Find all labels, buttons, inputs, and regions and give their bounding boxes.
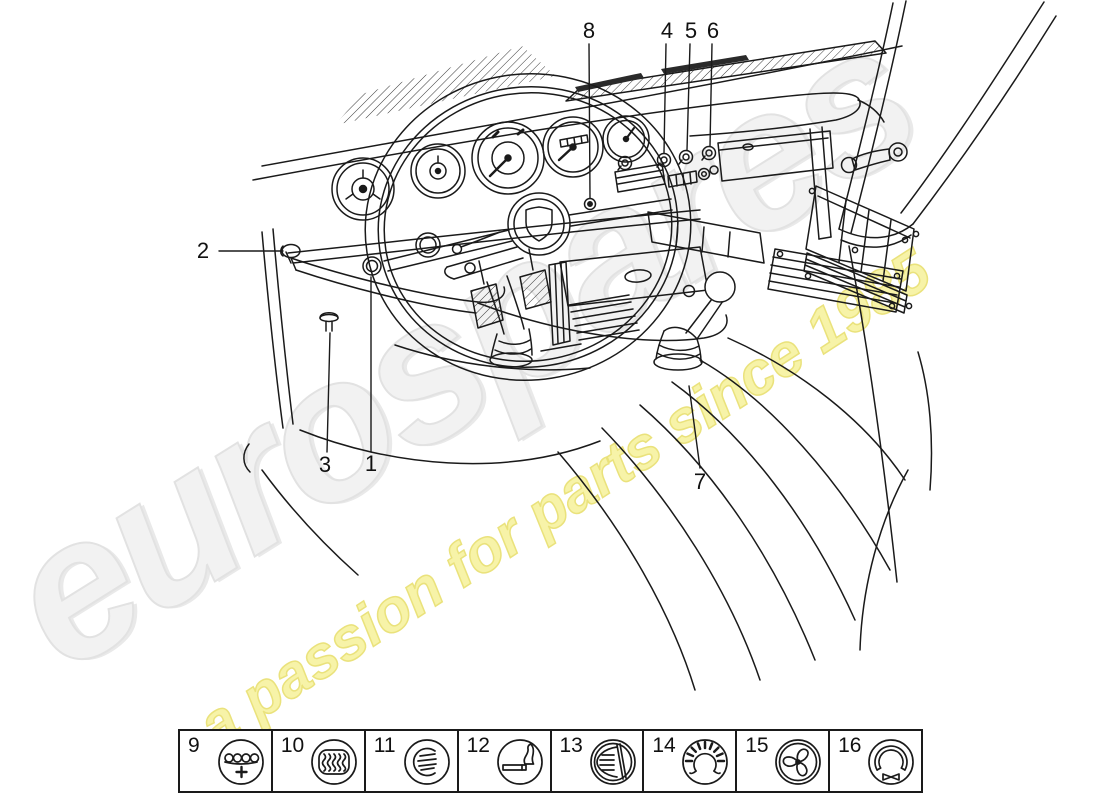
callout-2-label[interactable]: 2 bbox=[196, 238, 210, 263]
callout-5-label[interactable]: 5 bbox=[684, 18, 698, 43]
gear-knob bbox=[704, 271, 736, 303]
steering-wheel bbox=[364, 72, 692, 382]
legend-cell-16[interactable]: 16 bbox=[830, 731, 921, 791]
lower-dash bbox=[280, 209, 728, 342]
callout-6-label[interactable]: 6 bbox=[706, 18, 720, 43]
a-pillar-and-door bbox=[803, 0, 1057, 583]
door-pocket bbox=[803, 185, 920, 314]
steering-column bbox=[444, 197, 597, 368]
horn-ring-icon bbox=[868, 739, 914, 785]
legend-number: 10 bbox=[280, 734, 305, 757]
left-door-jamb bbox=[243, 228, 359, 576]
fan-icon bbox=[775, 739, 822, 785]
glow-coil-plus-icon bbox=[218, 739, 264, 785]
callout-3-label[interactable]: 3 bbox=[318, 452, 332, 477]
headlight-icon bbox=[589, 739, 636, 785]
callout-8-label[interactable]: 8 bbox=[582, 18, 596, 43]
callout-leader-lines bbox=[218, 43, 713, 469]
legend-cell-12[interactable]: 12 bbox=[458, 731, 552, 791]
window-crank bbox=[840, 142, 908, 174]
legend-number: 15 bbox=[745, 734, 769, 757]
callout-1-label[interactable]: 1 bbox=[364, 451, 378, 476]
legend-cell-10[interactable]: 10 bbox=[272, 731, 366, 791]
glovebox bbox=[717, 126, 834, 240]
legend-cell-11[interactable]: 11 bbox=[365, 731, 459, 791]
console-and-trays bbox=[559, 211, 904, 313]
gear-lever bbox=[653, 271, 736, 371]
legend-number: 13 bbox=[559, 734, 583, 757]
legend-number: 14 bbox=[652, 734, 676, 757]
legend-cell-14[interactable]: 14 bbox=[644, 731, 738, 791]
cigarette-lighter-icon bbox=[496, 739, 543, 785]
legend-number: 11 bbox=[373, 734, 396, 757]
heater-element-icon bbox=[311, 739, 357, 785]
lighter-coil-icon bbox=[403, 739, 450, 785]
heater-blower-icon bbox=[682, 739, 729, 785]
legend-number: 12 bbox=[466, 734, 490, 757]
horn-button-crest bbox=[525, 206, 553, 242]
pedals-and-floor bbox=[470, 248, 640, 352]
legend-cell-15[interactable]: 15 bbox=[737, 731, 831, 791]
carpet-and-tunnel bbox=[299, 337, 933, 691]
legend-strip: 9 10 11 bbox=[178, 729, 923, 793]
callout-7-label[interactable]: 7 bbox=[693, 469, 707, 494]
part-3-screw bbox=[319, 312, 339, 332]
legend-number: 16 bbox=[838, 734, 862, 757]
legend-cell-13[interactable]: 13 bbox=[551, 731, 645, 791]
part-2-knob bbox=[281, 243, 301, 259]
windshield-and-cowl bbox=[252, 40, 903, 181]
callout-4-label[interactable]: 4 bbox=[660, 18, 674, 43]
column-stalk-knob bbox=[451, 243, 463, 255]
legend-cell-9[interactable]: 9 bbox=[180, 731, 273, 791]
gauge-cluster bbox=[331, 115, 650, 221]
legend-number: 9 bbox=[188, 734, 200, 757]
